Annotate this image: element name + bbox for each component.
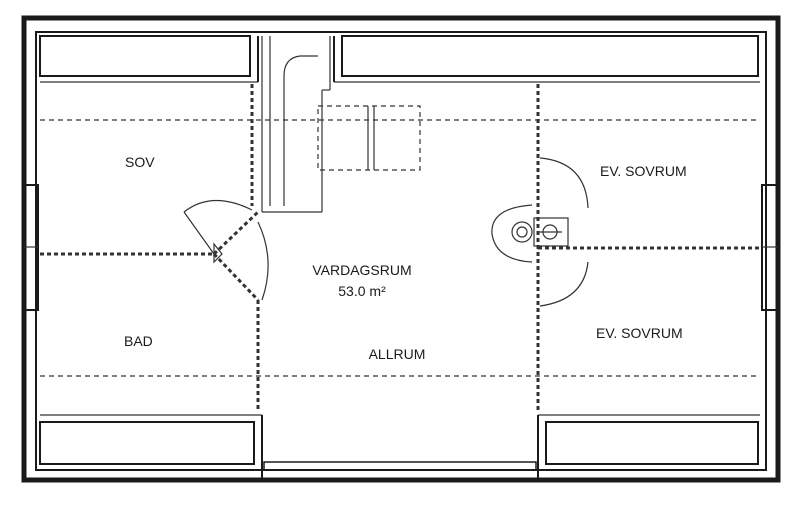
room-area-vardagsrum: 53.0 m² bbox=[338, 283, 386, 299]
left-partitions bbox=[40, 84, 269, 410]
right-partitions bbox=[491, 84, 760, 410]
room-label-allrum: ALLRUM bbox=[369, 346, 426, 362]
inner-wall-outline bbox=[35, 31, 767, 471]
stair-shaft bbox=[261, 36, 331, 213]
room-label-sov: SOV bbox=[125, 154, 155, 170]
room-label-ev-sovrum-bottom: EV. SOVRUM bbox=[596, 325, 683, 341]
top-storage bbox=[39, 35, 760, 83]
bottom-storage bbox=[39, 414, 760, 478]
roof-window bbox=[317, 105, 421, 171]
room-label-bad: BAD bbox=[124, 333, 153, 349]
room-label-ev-sovrum-top: EV. SOVRUM bbox=[600, 163, 687, 179]
side-windows bbox=[23, 184, 779, 311]
roof-slope-lines bbox=[40, 119, 760, 377]
room-label-vardagsrum: VARDAGSRUM bbox=[312, 262, 411, 278]
